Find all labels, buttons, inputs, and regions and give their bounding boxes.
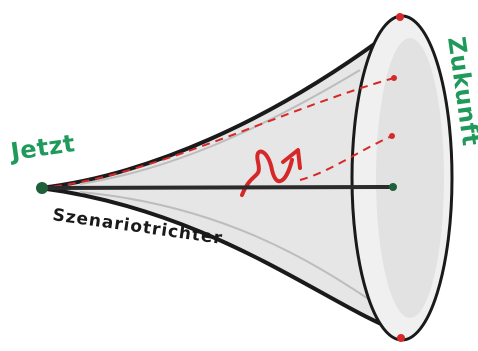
label-now: Jetzt bbox=[7, 129, 77, 166]
funnel-body bbox=[40, 40, 395, 330]
disruption-arrow-wave bbox=[240, 149, 294, 197]
timeline-start-point bbox=[36, 182, 48, 194]
scenario-line-upper bbox=[39, 77, 395, 189]
funnel-inner-shade-upper bbox=[79, 69, 361, 185]
future-rim-inner-shade bbox=[376, 38, 444, 318]
funnel-inner-shade-lower bbox=[79, 191, 371, 301]
funnel-lower-edge bbox=[38, 186, 397, 332]
timeline-end-point bbox=[389, 183, 397, 191]
disruption-arrow-head bbox=[281, 148, 302, 170]
rim-point-top bbox=[396, 13, 404, 21]
rim-point-bottom bbox=[397, 334, 405, 342]
timeline-line bbox=[40, 185, 395, 190]
scenario-line-middle bbox=[299, 135, 393, 181]
